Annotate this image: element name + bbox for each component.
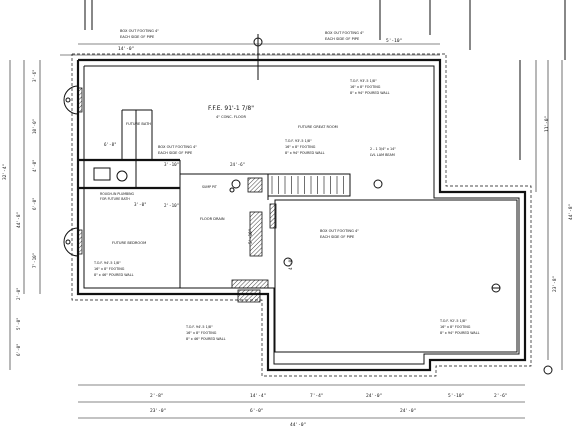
box-footing-b-2: EACH SIDE OF PIPE [325,37,360,41]
dim-left-inner-6: 5'-0" [16,317,21,330]
box-footing-b-1: BOX OUT FOOTING 4" [325,31,364,35]
dim-right-1: 23'-8" [552,276,558,292]
box-footing-d-1: BOX OUT FOOTING 4" [320,229,359,233]
tof-d-2: 16" x 8" FOOTING [186,331,217,335]
tof-d-3: 8" x 46" POURED WALL [186,337,226,341]
dim-left-outer-1: 44'-8" [16,212,22,228]
great-room-label: FUTURE GREAT ROOM [298,125,338,129]
tof-e-1: T.O.F. 92'-5 1/8" [439,319,467,323]
dim-inner-6: 4'-0" [288,257,293,270]
dimension-text: 14'-0" 5'-10" 2'-8" 14'-4" 7'-4" 24'-0" … [2,38,574,428]
dim-top-0: 14'-0" [118,46,134,52]
dim-left-inner-5: 2'-0" [16,287,21,300]
dim-inner-1: 24'-6" [230,162,245,167]
dim-bottom-row2-1: 6'-0" [250,408,264,414]
rough-in-line-1: ROUGH-IN PLUMBING [100,192,135,196]
dim-bottom-0: 2'-8" [150,393,164,399]
tof-a-3: 8" x 94" POURED WALL [350,91,390,95]
room-labels: F.F.E. 91'-1 7/8" 4" CONC. FLOOR FUTURE … [100,105,338,245]
rough-in-line-2: FOR FUTURE BATH [100,197,130,201]
dim-inner-0: 3'-10" [164,162,179,167]
dim-bottom-row2-2: 24'-0" [400,408,416,414]
tof-a-1: T.O.F. 93'-5 1/8" [349,79,377,83]
bath-label: FUTURE BATH [126,122,151,126]
dim-bottom-1: 14'-4" [250,393,266,399]
tof-b-2: 16" x 8" FOOTING [285,145,316,149]
hatched-walls [77,87,277,303]
stair [271,176,344,194]
dim-inner-4: 3'-0" [134,202,147,207]
window-wells [63,85,79,257]
dim-left-inner-0: 3'-6" [32,69,37,82]
tof-c-2: 16" x 8" FOOTING [94,267,125,271]
ffe-label: F.F.E. 91'-1 7/8" [208,105,254,112]
dim-bottom-2: 7'-4" [310,393,324,399]
sump-label: SUMP PIT [202,185,217,189]
column-markers [253,34,553,375]
box-footing-d-2: EACH SIDE OF PIPE [320,235,355,239]
box-footing-notes: BOX OUT FOOTING 4" EACH SIDE OF PIPE BOX… [120,29,364,239]
tof-a-2: 16" x 8" FOOTING [350,85,381,89]
upper-floor-fragments [60,0,566,160]
dim-top-1: 5'-10" [386,38,402,44]
dim-left-outer-0: 32'-4" [2,164,8,180]
dim-left-inner-2: 4'-0" [32,159,37,172]
tof-d-1: T.O.F. 94'-5 1/8" [185,325,213,329]
footing-notes: T.O.F. 93'-5 1/8" 16" x 8" FOOTING 8" x … [93,79,480,341]
dim-bottom-5: 2'-6" [494,393,508,399]
dim-inner-2: 2'-10" [164,203,179,208]
bedroom-label: FUTURE BEDROOM [112,241,146,245]
tof-c-3: 8" x 46" POURED WALL [94,273,134,277]
dim-inner-5: 5'-10" [248,229,253,244]
box-footing-c-2: EACH SIDE OF PIPE [158,151,193,155]
slab-label: 4" CONC. FLOOR [216,115,247,119]
box-footing-a-2: EACH SIDE OF PIPE [120,35,155,39]
bath-fixtures [93,167,241,193]
box-footing-a-1: BOX OUT FOOTING 4" [120,29,159,33]
floor-drain-label: FLOOR DRAIN [200,217,225,221]
tof-e-2: 16" x 8" FOOTING [440,325,471,329]
lvl-beam-1: 2 - 1 3/4" x 14" [370,147,396,151]
dim-right-0: 11'-0" [544,116,550,132]
dim-right-2: 44'-8" [568,204,574,220]
box-footing-c-1: BOX OUT FOOTING 4" [158,145,197,149]
dim-bottom-total: 44'-0" [290,422,306,428]
tof-e-3: 8" x 94" POURED WALL [440,331,480,335]
lvl-beam-2: LVL LAM BEAM [370,153,395,157]
dimension-lines [9,43,563,419]
dim-inner-3: 6'-8" [104,142,117,147]
dim-bottom-row2-0: 23'-0" [150,408,166,414]
tof-b-3: 8" x 94" POURED WALL [285,151,325,155]
dim-left-inner-7: 6'-0" [16,343,21,356]
dim-left-inner-1: 10'-0" [32,119,37,134]
tof-c-1: T.O.F. 94'-5 1/8" [93,261,121,265]
foundation-walls [71,53,532,377]
dim-bottom-3: 24'-0" [366,393,382,399]
dim-left-inner-3: 6'-0" [32,197,37,210]
dim-bottom-4: 5'-10" [448,393,464,399]
dim-left-inner-4: 7'-10" [32,253,37,268]
tof-b-1: T.O.F. 93'-5 1/8" [284,139,312,143]
